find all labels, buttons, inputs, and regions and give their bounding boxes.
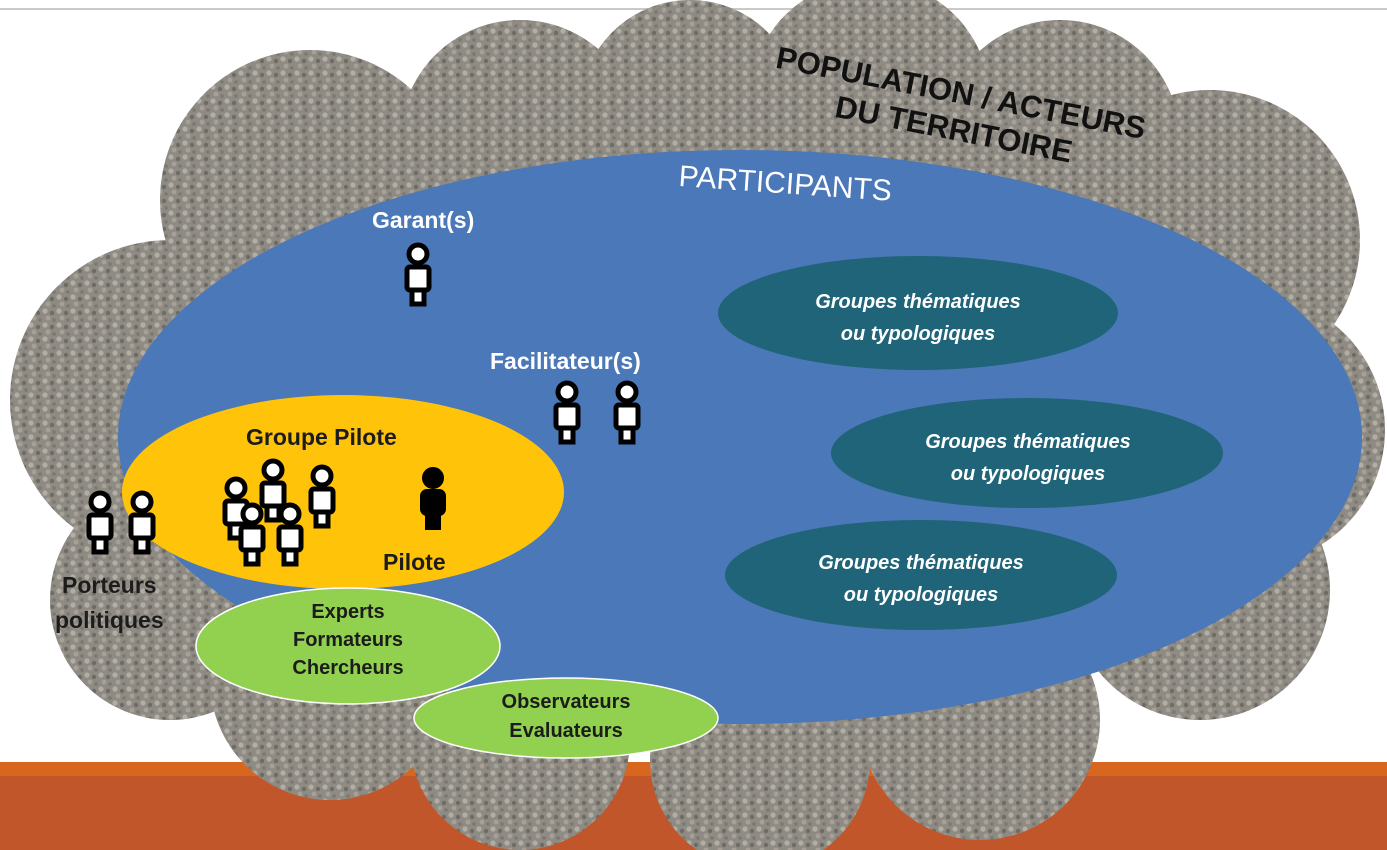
groupe-pilote-ellipse	[122, 395, 564, 589]
pilote-group-person-icon	[279, 505, 301, 564]
pilote-group-person-icon	[241, 505, 263, 564]
facilitateur-person-icon	[556, 383, 578, 442]
pilote-group-person-icon	[311, 467, 333, 526]
observateurs-ellipse	[413, 677, 719, 759]
experts-label-line-2: Formateurs	[292, 629, 404, 651]
porteurs-label-line-1: Porteurs	[62, 572, 157, 598]
porteur-person-icon	[89, 493, 111, 552]
groupe-label-3: Groupes thématiques ou typologiques	[761, 547, 1081, 611]
groupe-label-3-line-2: ou typologiques	[843, 584, 999, 606]
observateurs-label-line-2: Evaluateurs	[509, 720, 623, 742]
observateurs-label-line-1: Observateurs	[501, 691, 631, 713]
groupe-ellipse-1	[718, 256, 1118, 370]
groupe-label-2-line-2: ou typologiques	[950, 463, 1106, 485]
experts-ellipse	[195, 587, 501, 705]
experts-label-line-1: Experts	[311, 601, 385, 623]
porteurs-label-line-2: politiques	[55, 606, 164, 633]
groupe-label-1-line-1: Groupes thématiques	[815, 291, 1021, 313]
facilitateurs-label: Facilitateur(s)	[490, 348, 641, 374]
porteur-person-icon	[131, 493, 153, 552]
groupe-label-2: Groupes thématiques ou typologiques	[868, 426, 1188, 490]
groupe-label-1: Groupes thématiques ou typologiques	[758, 286, 1078, 350]
groupe-pilote-label: Groupe Pilote	[246, 424, 397, 450]
groupe-ellipse-3	[725, 520, 1117, 630]
experts-label: Experts Formateurs Chercheurs	[268, 598, 428, 682]
pilote-person-icon	[420, 467, 446, 530]
experts-label-line-3: Chercheurs	[292, 657, 404, 679]
observateurs-label: Observateurs Evaluateurs	[470, 688, 662, 746]
groupe-label-1-line-2: ou typologiques	[840, 323, 996, 345]
groupe-ellipse-2	[831, 398, 1223, 508]
porteurs-label: Porteurs politiques	[55, 568, 164, 637]
garants-label: Garant(s)	[372, 207, 475, 233]
groupe-label-3-line-1: Groupes thématiques	[818, 552, 1024, 574]
groupe-label-2-line-1: Groupes thématiques	[925, 431, 1131, 453]
pilote-label: Pilote	[383, 549, 446, 575]
garant-person-icon	[407, 245, 429, 304]
facilitateur-person-icon	[616, 383, 638, 442]
